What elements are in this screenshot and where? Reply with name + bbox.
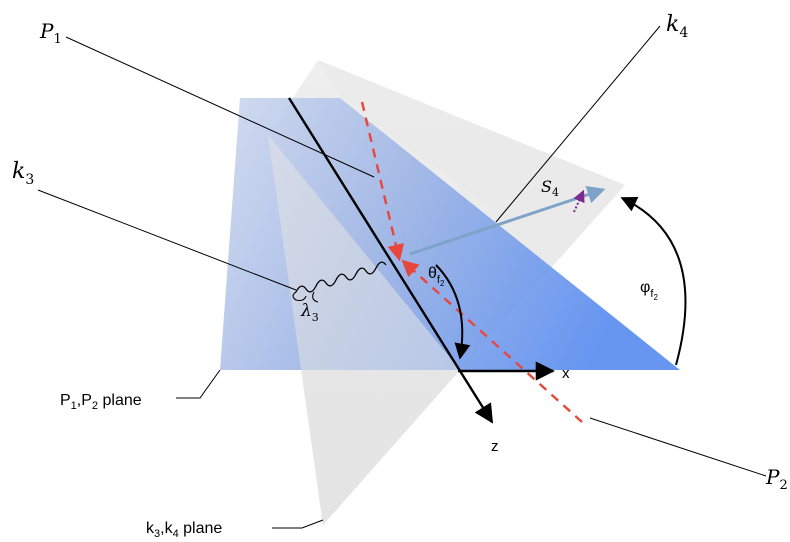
p1-leader-line (65, 36, 375, 178)
theta-label: θf2 (428, 265, 445, 288)
phi-arc (620, 196, 687, 366)
p2-leader-line (589, 417, 767, 477)
p2-beam-dashed (401, 259, 583, 423)
k4-leader-line (495, 25, 661, 223)
lambda3-label: λ3 (300, 301, 319, 324)
p1p2-plane-label: P1,P2 plane (60, 392, 142, 412)
k3-label: k3 (12, 159, 34, 188)
z-axis-label: z (491, 438, 499, 455)
photon-wavy-line (295, 261, 387, 293)
k4-outgoing-arrow (409, 186, 606, 256)
k3k4-plane-front (268, 135, 460, 525)
x-axis-label: x (562, 365, 570, 382)
k4-label: k4 (666, 12, 688, 41)
phi-label: φf2 (640, 279, 658, 302)
p1-label: P1 (39, 19, 62, 47)
k3k4-plane-leader (272, 519, 324, 529)
p2-label: P2 (765, 465, 788, 493)
k3-leader-line (37, 189, 297, 291)
theta-arc (435, 264, 471, 360)
s4-label: S4 (541, 177, 559, 199)
photon-loop (292, 291, 319, 303)
p1p2-plane-leader (176, 369, 221, 399)
p1-beam-dashed (360, 101, 405, 262)
k3k4-plane-label: k3,k4 plane (146, 520, 222, 540)
